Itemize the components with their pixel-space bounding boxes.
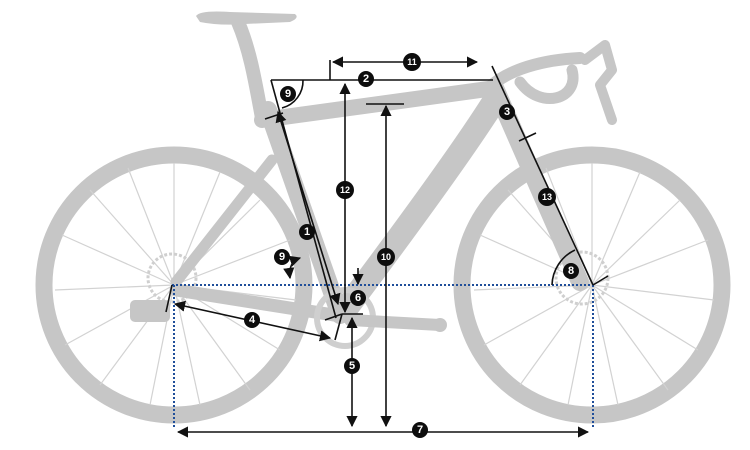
label-1-seat-tube[interactable]: 1 [299, 224, 315, 240]
label-10-standover[interactable]: 10 [377, 248, 395, 266]
rear-rotor [146, 252, 198, 304]
svg-text:13: 13 [542, 192, 552, 202]
svg-text:9: 9 [279, 251, 285, 263]
label-5-bb-height[interactable]: 5 [344, 358, 360, 374]
label-8-head-angle[interactable]: 8 [563, 263, 579, 279]
measurement-labels: 1 2 3 4 5 6 7 8 9 9 10 11 12 13 [244, 53, 579, 438]
saddle [196, 11, 297, 25]
svg-text:9: 9 [285, 88, 291, 100]
label-9-seat-angle[interactable]: 9 [280, 86, 296, 102]
svg-text:5: 5 [349, 360, 355, 372]
svg-text:3: 3 [504, 106, 510, 118]
label-4-chainstay[interactable]: 4 [244, 312, 260, 328]
label-6-bb-drop[interactable]: 6 [350, 290, 366, 306]
svg-text:2: 2 [363, 73, 369, 85]
svg-text:8: 8 [568, 265, 574, 277]
svg-text:6: 6 [355, 292, 361, 304]
label-3-head-tube[interactable]: 3 [499, 104, 515, 120]
svg-text:7: 7 [417, 424, 423, 436]
label-11-reach[interactable]: 11 [403, 53, 421, 71]
svg-text:4: 4 [249, 314, 256, 326]
svg-text:12: 12 [340, 185, 350, 195]
label-13-fork-length[interactable]: 13 [538, 188, 556, 206]
svg-text:11: 11 [407, 57, 417, 67]
label-9-seat-angle-lower[interactable]: 9 [274, 249, 290, 265]
label-7-wheelbase[interactable]: 7 [412, 422, 428, 438]
bike-silhouette [35, 11, 731, 424]
label-12-stack[interactable]: 12 [336, 181, 354, 199]
svg-text:10: 10 [381, 252, 391, 262]
svg-text:1: 1 [304, 226, 310, 238]
label-2-top-tube[interactable]: 2 [358, 71, 374, 87]
rear-derailleur [130, 300, 170, 322]
